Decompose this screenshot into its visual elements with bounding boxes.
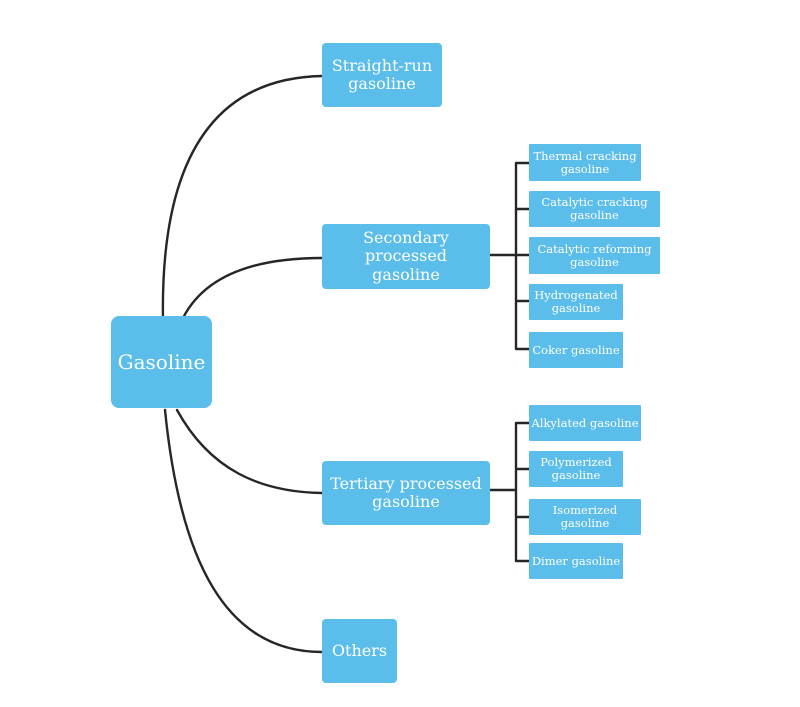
node-secondary-processed-gasoline: Secondary processed gasoline <box>322 224 490 289</box>
connector-root-secondary <box>181 256 324 320</box>
node-dimer-gasoline: Dimer gasoline <box>529 543 623 579</box>
node-polymerized-gasoline: Polymerized gasoline <box>529 451 623 487</box>
node-hydrogenated-gasoline: Hydrogenated gasoline <box>529 284 623 320</box>
node-alkylated-gasoline: Alkylated gasoline <box>529 405 641 441</box>
connector-tertiary-children <box>488 421 531 563</box>
node-thermal-cracking-gasoline: Thermal cracking gasoline <box>529 144 641 181</box>
node-others: Others <box>322 619 397 683</box>
node-isomerized-gasoline: Isomerized gasoline <box>529 499 641 535</box>
connector-secondary-children <box>488 161 531 351</box>
node-gasoline: Gasoline <box>111 316 212 408</box>
node-coker-gasoline: Coker gasoline <box>529 332 623 368</box>
node-catalytic-reforming-gasoline: Catalytic reforming gasoline <box>529 237 660 274</box>
connector-root-tertiary <box>175 408 324 495</box>
node-tertiary-processed-gasoline: Tertiary processed gasoline <box>322 461 490 525</box>
connector-root-others <box>163 408 324 654</box>
node-catalytic-cracking-gasoline: Catalytic cracking gasoline <box>529 191 660 227</box>
connector-root-straight-run <box>161 74 324 322</box>
node-straight-run-gasoline: Straight-run gasoline <box>322 43 442 107</box>
